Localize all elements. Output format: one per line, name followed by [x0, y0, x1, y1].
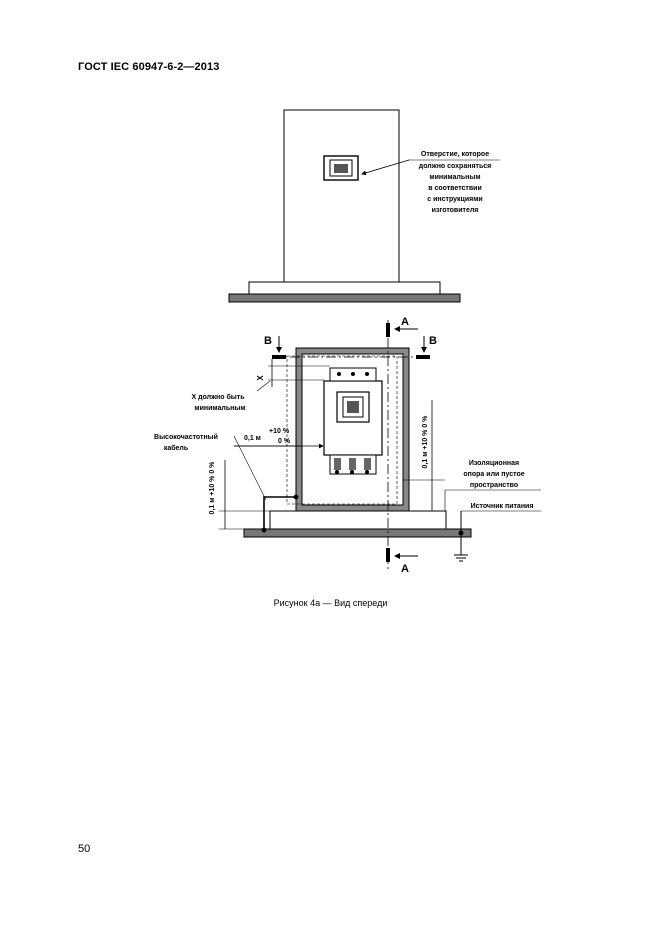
dim-main-tol-zero: 0 %	[278, 438, 291, 445]
section-a-label-bottom: A	[401, 563, 409, 575]
dim-left-value: 0,1 м +10 % 0 %	[209, 461, 216, 515]
section-b-label-right: B	[429, 335, 437, 347]
support-line-1: Изоляционная	[469, 460, 519, 467]
top-note-line-1: Отверстие, которое	[421, 151, 489, 158]
top-note-label: Отверстие, которое должно сохраняться ми…	[419, 151, 491, 214]
dim-right-value: 0,1 м +10 % 0 %	[422, 415, 429, 469]
top-note-line-4: в соответствии	[428, 185, 482, 192]
top-enclosure-drawing	[228, 109, 500, 303]
front-enclosure-drawing	[219, 320, 541, 570]
dim-main-value: 0,1 м	[244, 435, 261, 442]
top-note-line-6: изготовителя	[432, 207, 479, 214]
top-note-line-3: минимальным	[429, 174, 480, 181]
x-note-line-1: X должно быть	[191, 393, 245, 401]
x-note-line-2: минимальным	[194, 405, 245, 412]
power-source-label: Источник питания	[471, 503, 534, 510]
figure-caption: Рисунок 4а — Вид спереди	[273, 598, 388, 608]
support-line-2: опора или пустое	[463, 471, 524, 478]
page-number: 50	[78, 843, 91, 855]
dim-main-tol-plus: +10 %	[269, 428, 290, 435]
document-header: ГОСТ IEC 60947-6-2—2013	[78, 61, 220, 73]
section-a-label-top: A	[401, 316, 409, 328]
top-note-line-5: с инструкциями	[427, 196, 482, 203]
support-line-3: пространство	[470, 482, 518, 489]
hf-cable-line-1: Высокочастотный	[154, 433, 218, 441]
hf-cable-line-2: кабель	[164, 444, 189, 452]
top-note-line-2: должно сохраняться	[419, 163, 491, 170]
x-dimension-label: X	[256, 375, 265, 381]
section-b-label-left: B	[264, 335, 272, 347]
